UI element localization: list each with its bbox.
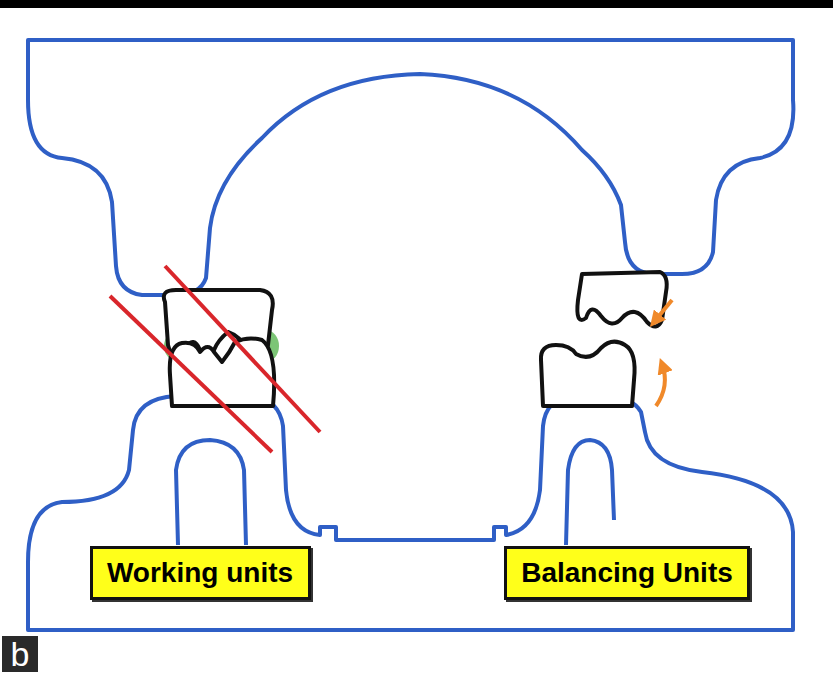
lower-working-tooth [170, 338, 274, 406]
movement-arrow [654, 300, 672, 322]
movement-arrow [656, 364, 665, 406]
reference-line [110, 296, 272, 452]
lower-left-ridge-inner [176, 440, 246, 545]
upper-balancing-tooth [577, 272, 666, 327]
panel-letter-box: b [2, 636, 38, 672]
lower-right-ridge-inner [566, 440, 614, 545]
lower-balancing-tooth [541, 342, 635, 406]
upper-model-outline [28, 40, 793, 295]
top-bar [0, 0, 833, 8]
label-box: Working units [90, 546, 311, 600]
label-text: Working units [107, 557, 293, 589]
reference-line [165, 266, 320, 432]
label-box: Balancing Units [504, 546, 750, 600]
lower-model-outline [28, 396, 793, 630]
label-text: Balancing Units [521, 557, 733, 589]
label-text: b [11, 637, 30, 671]
